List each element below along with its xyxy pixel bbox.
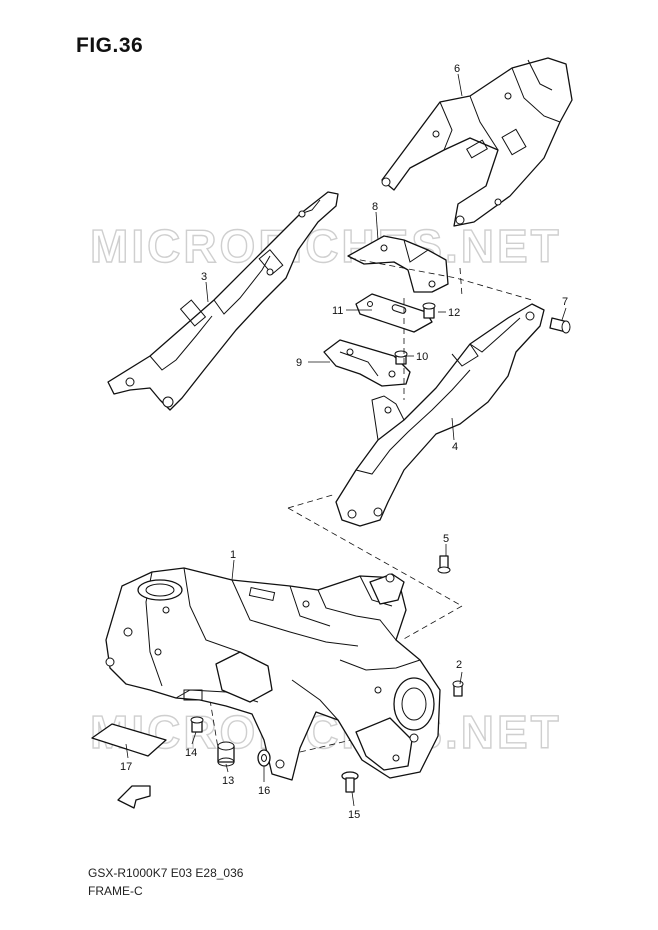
part-5-bolt (437, 555, 451, 574)
part-1-main-frame (105, 567, 441, 781)
callout-14: 14 (185, 747, 197, 759)
part-4-right-rail (335, 303, 545, 527)
callout-13: 13 (222, 775, 234, 787)
callout-16: 16 (258, 785, 270, 797)
part-11-plate (355, 293, 433, 333)
callout-3: 3 (201, 271, 207, 283)
part-15-bolt (341, 771, 359, 793)
callout-6: 6 (454, 63, 460, 75)
figure-title: FIG.36 (76, 34, 144, 57)
part-13-collar (217, 741, 235, 767)
callout-5: 5 (443, 533, 449, 545)
callout-1: 1 (230, 549, 236, 561)
part-10-bolt (394, 350, 408, 365)
callout-numbers: 1 2 3 4 5 6 7 8 9 10 11 12 13 14 15 16 1… (120, 63, 568, 821)
group-name: FRAME-C (88, 884, 143, 898)
callout-11: 11 (332, 305, 343, 317)
part-14-bolt (190, 716, 204, 733)
watermark-top: MICROFICHES.NET (90, 220, 562, 272)
part-16-washer (257, 749, 271, 767)
part-9-bracket (323, 339, 411, 387)
part-12-bolt (422, 302, 436, 319)
part-6-seat-rail-bracket (381, 57, 573, 227)
part-3-left-rail (107, 191, 339, 411)
callout-12: 12 (448, 307, 460, 319)
part-2-bolt (452, 680, 464, 697)
callout-15: 15 (348, 809, 360, 821)
part-7-bolt (549, 317, 571, 334)
callout-17: 17 (120, 761, 132, 773)
part-8-bracket (347, 235, 449, 293)
model-code: GSX-R1000K7 E03 E28_036 (88, 866, 244, 880)
assembly-reference-lines (209, 257, 533, 753)
callout-4: 4 (452, 441, 458, 453)
callout-8: 8 (372, 201, 378, 213)
callout-2: 2 (456, 659, 462, 671)
leader-lines (125, 73, 567, 807)
callout-9: 9 (296, 357, 302, 369)
front-direction-arrow-icon: FWD (117, 785, 151, 809)
callout-7: 7 (562, 296, 568, 308)
callout-10: 10 (416, 351, 428, 363)
part-17-label (91, 723, 167, 757)
